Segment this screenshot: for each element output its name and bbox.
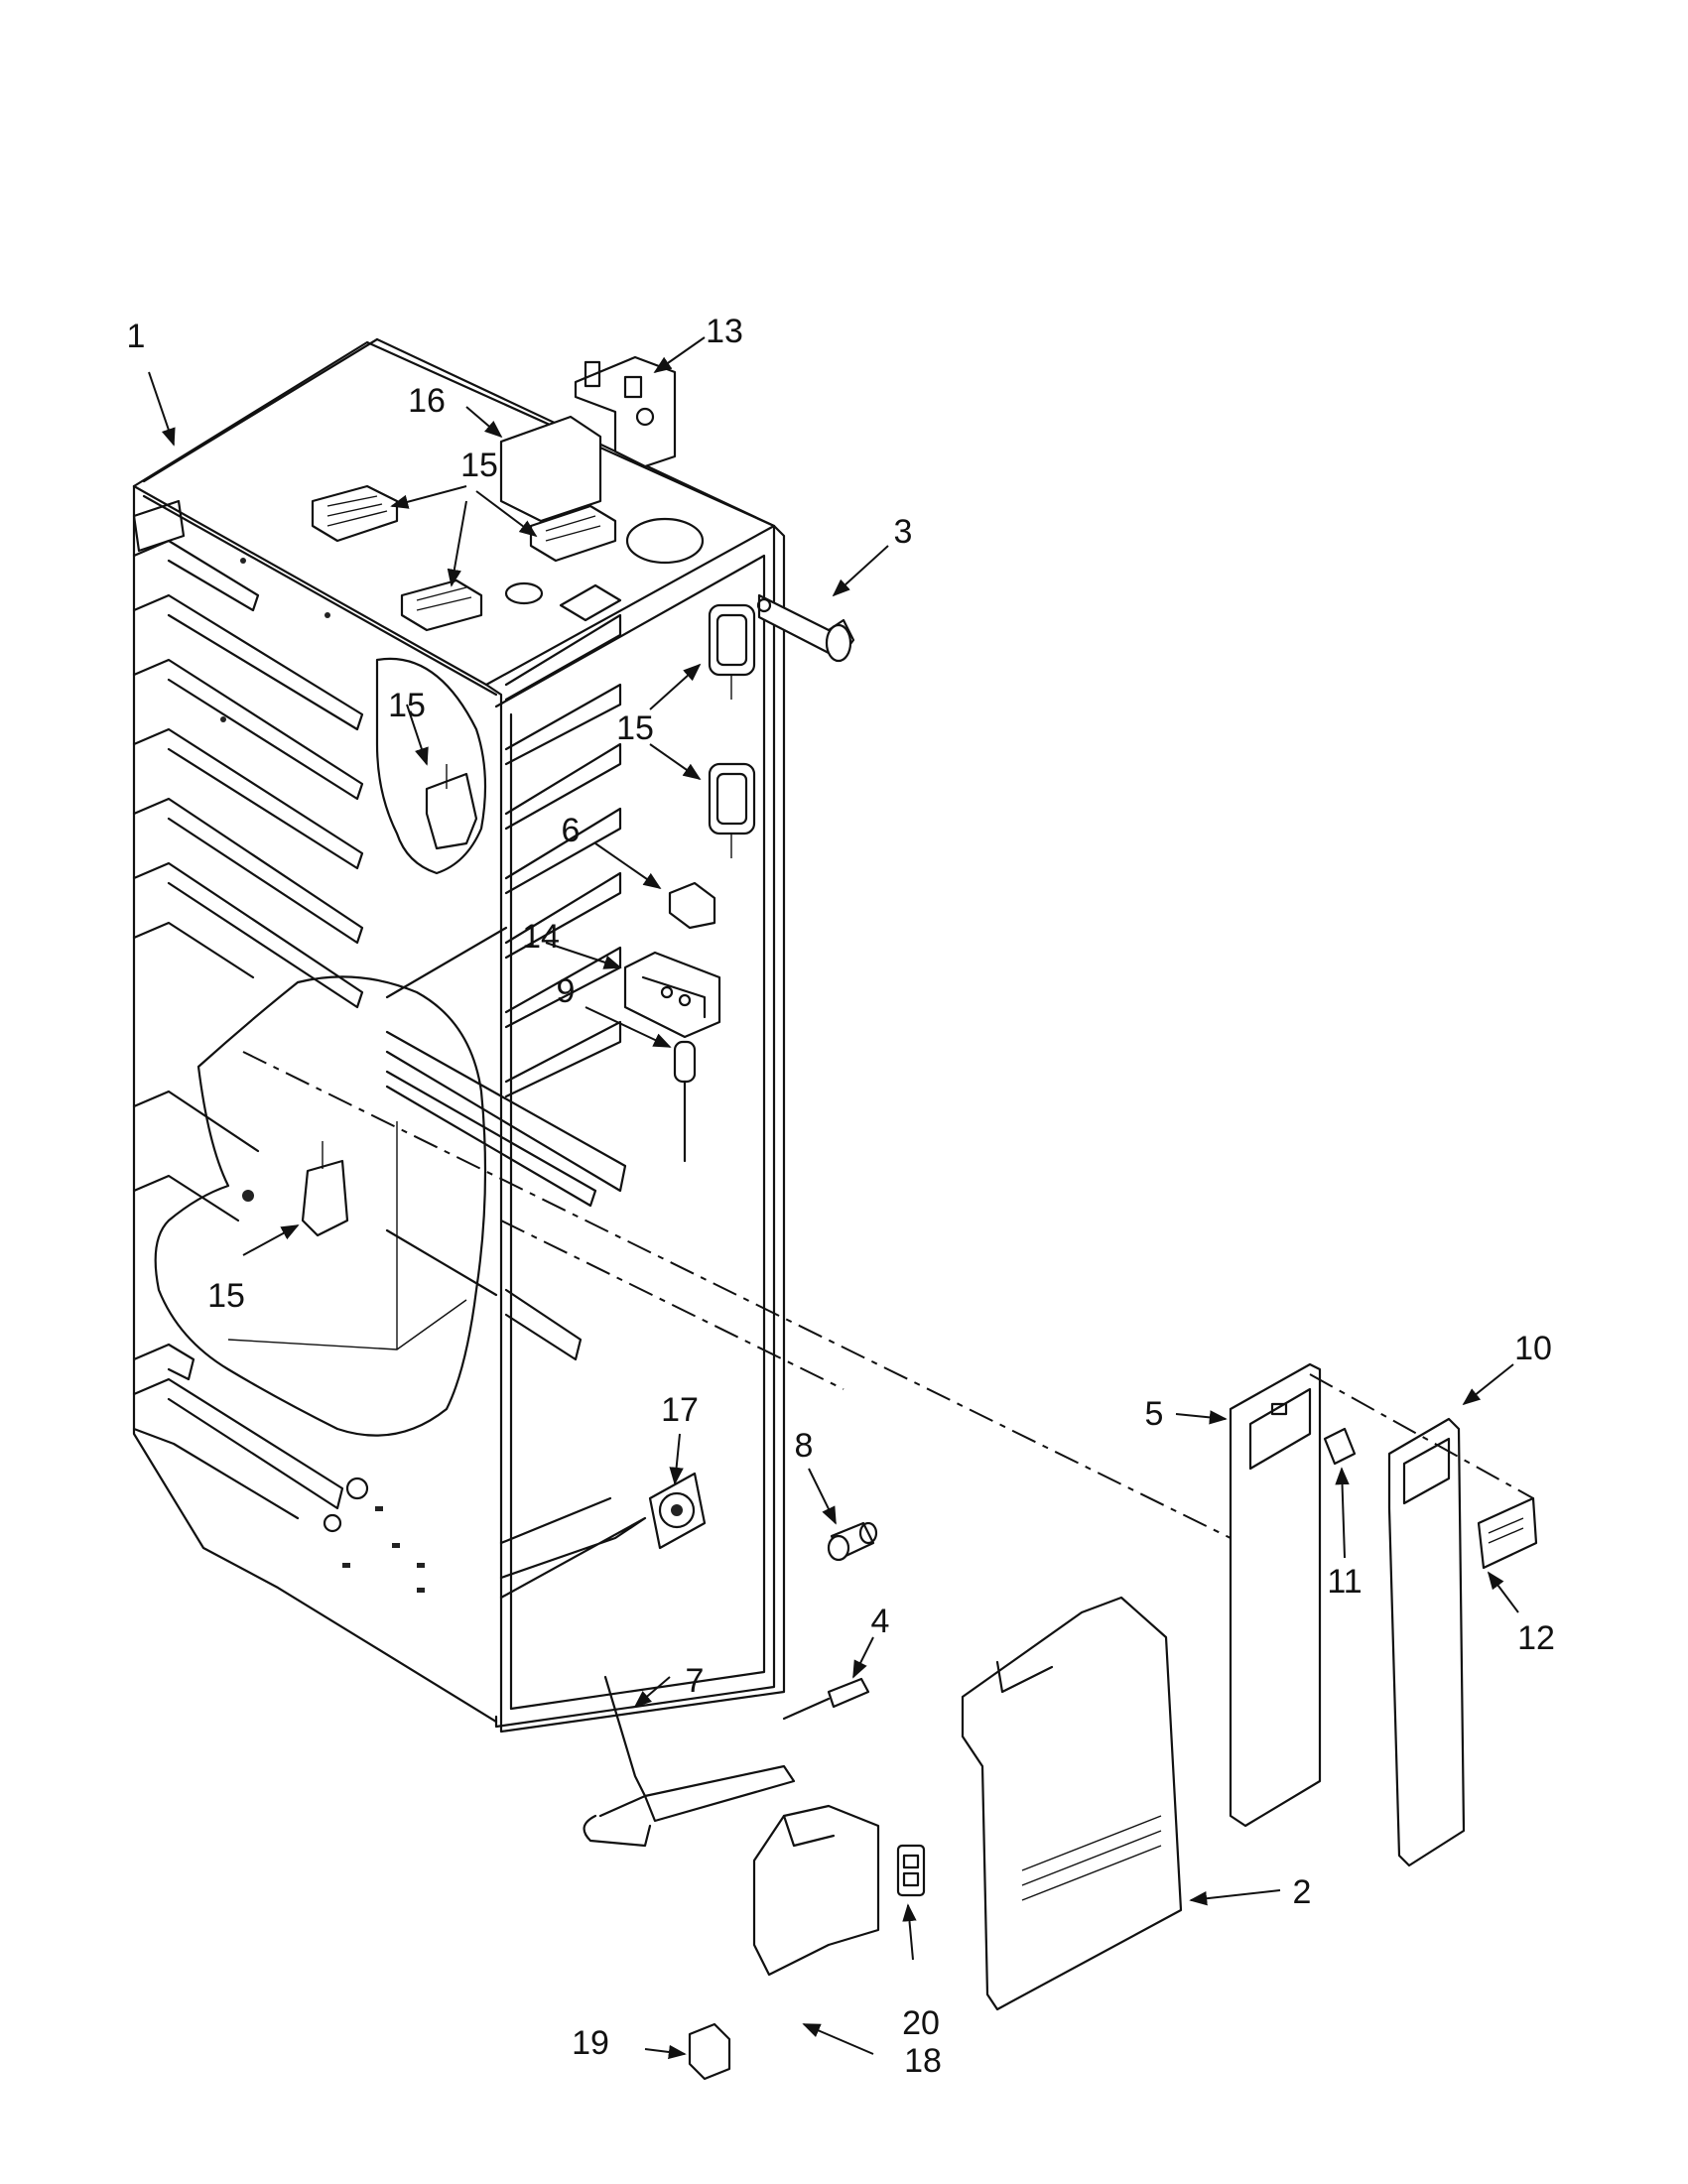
shelf-rails [385, 613, 627, 1361]
part-6-clip [668, 881, 716, 930]
callout-16: 16 [408, 382, 446, 420]
part-15-light-top-3 [400, 578, 483, 632]
part-15-light-top-1 [311, 484, 399, 543]
callout-3: 3 [894, 513, 913, 551]
callout-12: 12 [1517, 1619, 1555, 1657]
part-14-housing [623, 951, 721, 1039]
part-8-plug [827, 1521, 878, 1562]
part-16-label-plate [499, 415, 602, 523]
cabinet-liner [132, 337, 786, 1734]
leader-lines [148, 336, 1519, 2060]
part-15-light-top-2 [529, 504, 617, 563]
callout-9: 9 [557, 972, 576, 1010]
part-18-cover [752, 1804, 880, 1977]
part-2-rear-panel [961, 1596, 1183, 2011]
callout-15-upper-window: 15 [388, 687, 426, 724]
callout-15-top: 15 [460, 447, 498, 484]
part-15-light-side [425, 764, 478, 850]
part-17-fan [648, 1472, 707, 1550]
part-15-light-frame-2 [708, 762, 756, 858]
callout-5: 5 [1145, 1395, 1164, 1433]
part-15-light-lower [301, 1141, 349, 1237]
part-10-cover [1387, 1417, 1466, 1867]
callout-15-frame: 15 [616, 709, 654, 747]
callout-17: 17 [661, 1391, 699, 1429]
callout-4: 4 [871, 1603, 890, 1640]
callout-1: 1 [127, 318, 146, 355]
alignment-lines [242, 1051, 1534, 1539]
callout-13: 13 [706, 313, 743, 350]
callout-20: 20 [902, 2004, 940, 2042]
callout-10: 10 [1514, 1330, 1552, 1367]
callout-15-lower-window: 15 [207, 1277, 245, 1315]
part-13-bracket [574, 355, 677, 468]
part-19-block [688, 2022, 731, 2081]
callout-6: 6 [562, 812, 581, 849]
part-12-label [1477, 1496, 1538, 1570]
shelf-ribs [132, 539, 364, 1520]
callout-8: 8 [795, 1427, 814, 1465]
part-7-defrost-heater [583, 1675, 796, 1848]
part-11-connector [1323, 1427, 1357, 1466]
callout-14: 14 [522, 918, 560, 956]
callout-19: 19 [572, 2024, 609, 2062]
part-20-clip [896, 1844, 926, 1897]
part-9-thermistor [673, 1040, 697, 1163]
part-15-light-frame-1 [708, 603, 756, 700]
callout-2: 2 [1293, 1873, 1312, 1911]
callout-labels: 1 2 3 4 5 6 7 8 9 10 11 12 13 14 15 15 1… [127, 313, 1555, 2080]
callout-18: 18 [904, 2042, 942, 2080]
callout-7: 7 [686, 1662, 705, 1700]
part-5-control-housing [1229, 1362, 1322, 1828]
part-4-sensor [782, 1677, 870, 1721]
callout-11: 11 [1327, 1563, 1362, 1601]
part-3-filter-housing [756, 593, 855, 663]
